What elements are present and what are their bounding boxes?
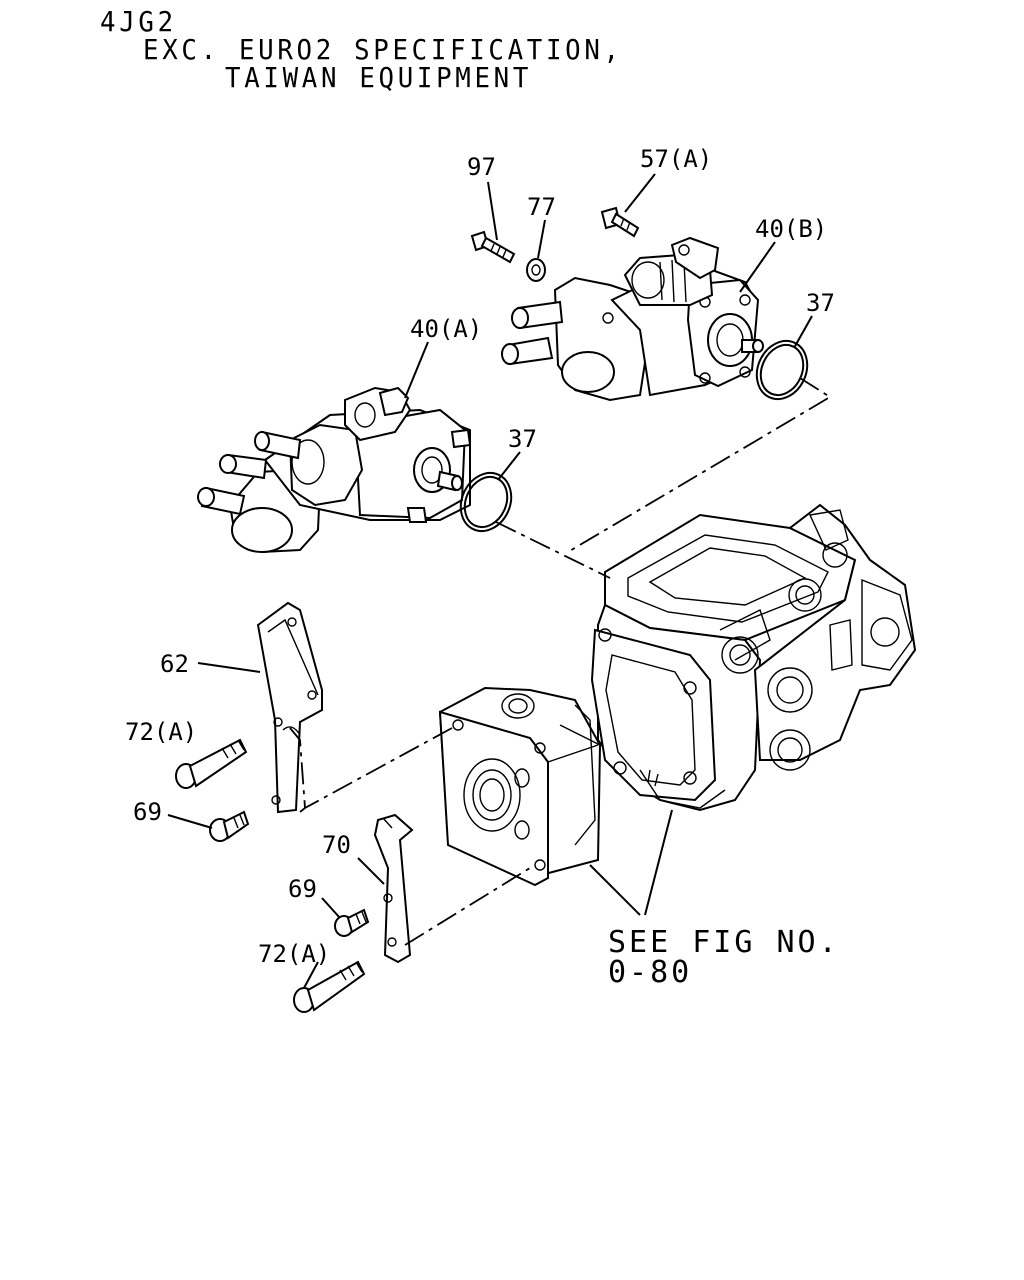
part-70-bracket — [373, 813, 414, 964]
callout-69-lower: 69 — [288, 875, 317, 903]
callout-37-top: 37 — [806, 289, 835, 317]
callout-37-mid: 37 — [508, 425, 537, 453]
see-fig-number: 0-80 — [608, 955, 692, 990]
bolt-72a-upper — [175, 738, 248, 789]
screw-69-upper — [209, 810, 250, 842]
callout-70: 70 — [322, 831, 351, 859]
part-40b-actuator — [501, 236, 764, 402]
callout-40a: 40(A) — [410, 315, 482, 343]
alignment-lines — [289, 377, 832, 946]
spec-line-1: EXC. EURO2 SPECIFICATION, — [143, 33, 623, 66]
washer-77 — [526, 258, 546, 282]
pump-body — [590, 503, 917, 812]
model-code: 4JG2 — [100, 5, 177, 38]
callout-72a-lower: 72(A) — [258, 940, 330, 968]
callout-72a-upper: 72(A) — [125, 718, 197, 746]
callout-40b: 40(B) — [755, 215, 827, 243]
screw-69-lower — [334, 908, 370, 937]
callout-57a: 57(A) — [640, 145, 712, 173]
part-62-bracket — [256, 601, 323, 814]
callout-77: 77 — [527, 193, 556, 221]
part-40a-actuator — [197, 386, 472, 554]
see-fig-reference: SEE FIG NO. — [608, 925, 840, 960]
leader-lines — [167, 173, 813, 989]
callout-62: 62 — [160, 650, 189, 678]
bolt-72a-lower — [293, 960, 366, 1013]
spec-line-2: TAIWAN EQUIPMENT — [225, 61, 533, 94]
bolt-57a — [600, 206, 640, 238]
bolt-97 — [470, 230, 516, 264]
callout-69-upper: 69 — [133, 798, 162, 826]
front-flange-block — [438, 686, 602, 887]
callout-97: 97 — [467, 153, 496, 181]
